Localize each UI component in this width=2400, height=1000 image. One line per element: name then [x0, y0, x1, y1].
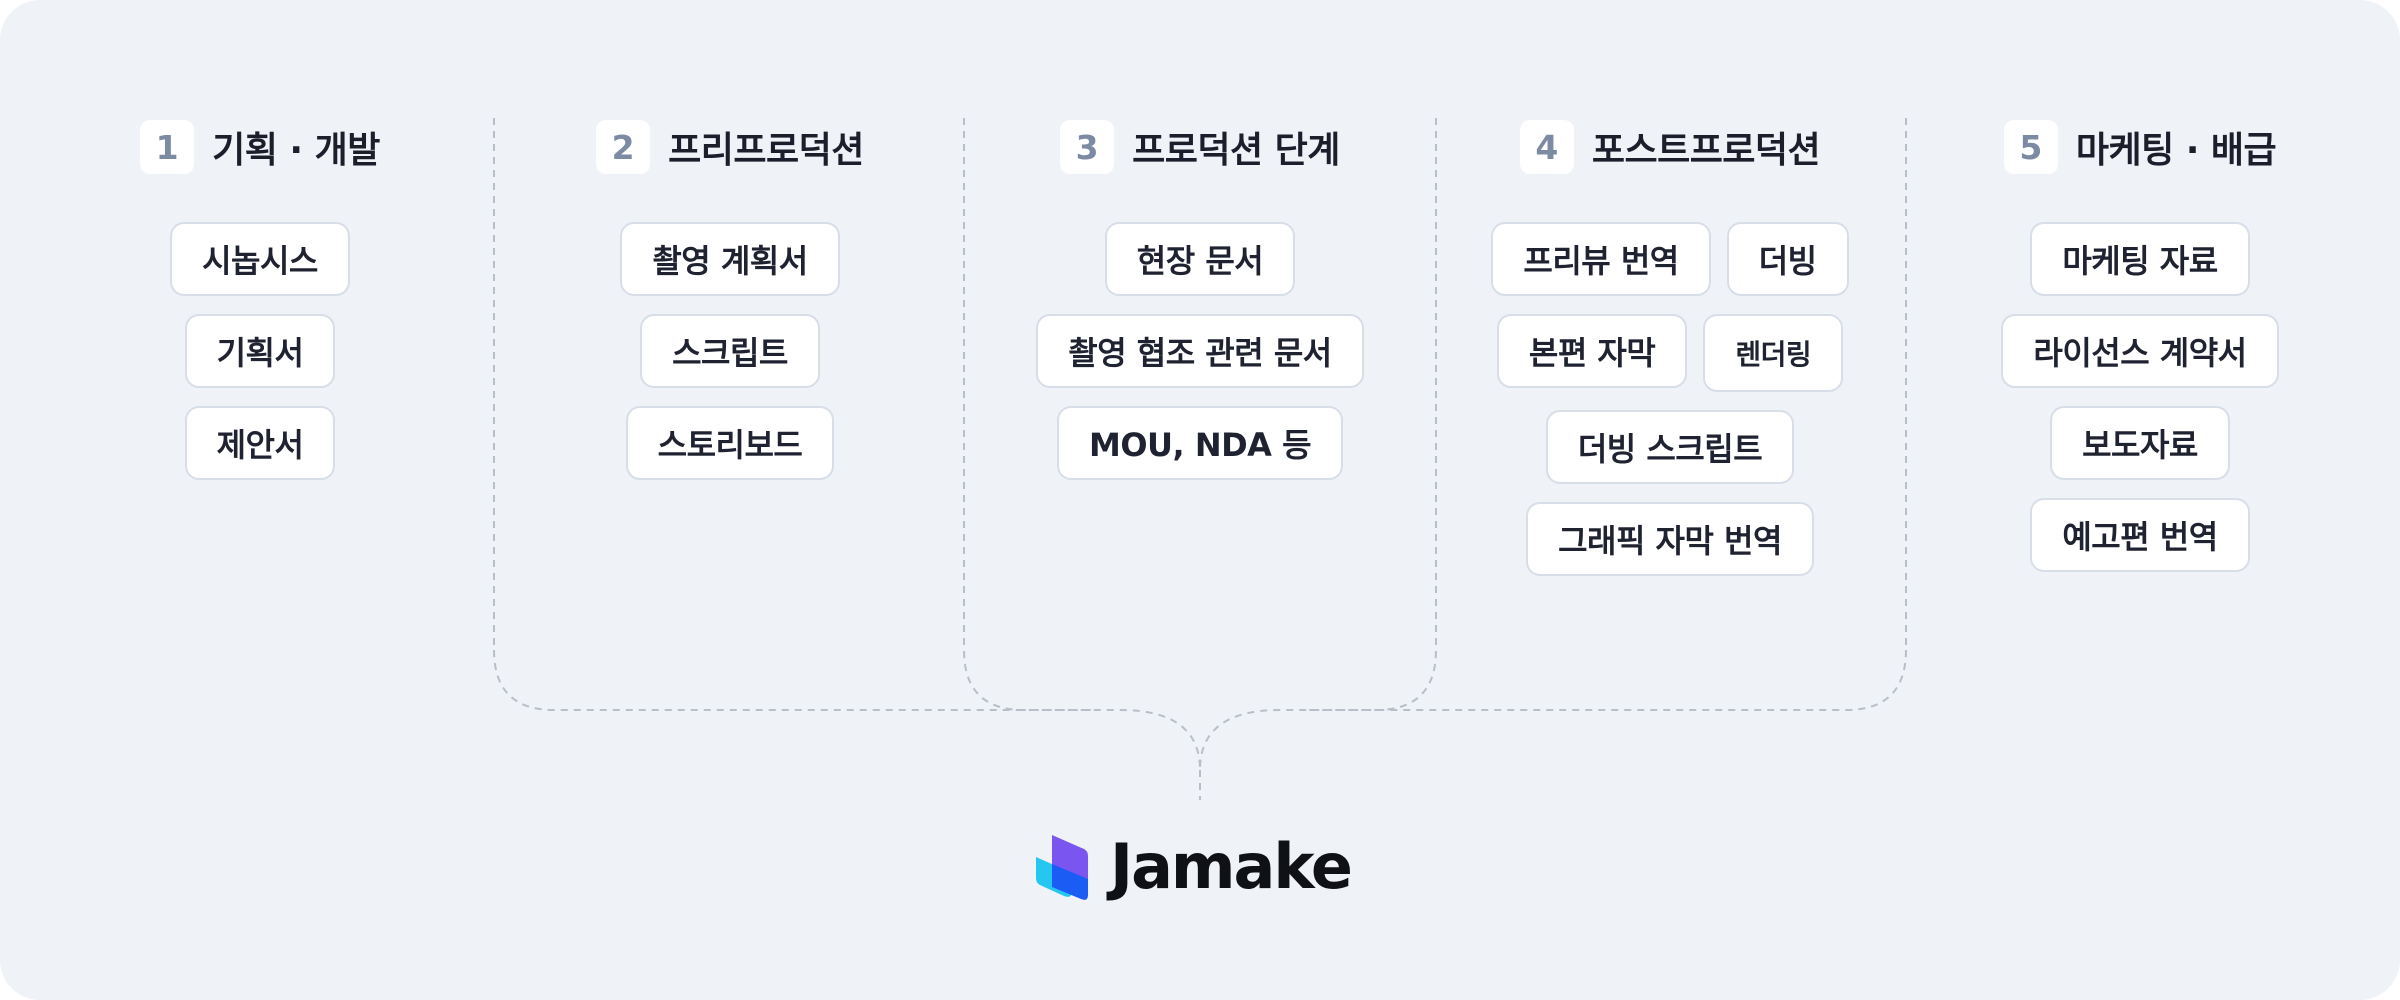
chip-row: 프리뷰 번역 더빙 [1491, 222, 1849, 296]
stage-column-2: 2 프리프로덕션 촬영 계획서 스크립트 스토리보드 [560, 118, 900, 498]
document-chip: 프리뷰 번역 [1491, 222, 1711, 296]
chip-row: 시놉시스 [170, 222, 350, 296]
stage-column-4: 4 포스트프로덕션 프리뷰 번역 더빙 본편 자막 렌더링 더빙 스크립트 그래… [1470, 118, 1870, 594]
stage-number-badge: 3 [1060, 120, 1115, 174]
chip-row: MOU, NDA 등 [1056, 406, 1344, 480]
document-chip: 스크립트 [640, 314, 820, 388]
chip-row: 보도자료 [2050, 406, 2230, 480]
chip-row: 예고편 번역 [2030, 498, 2250, 572]
jamake-logo: Jamake [1032, 830, 1353, 903]
jamake-logo-icon [1036, 834, 1088, 900]
chip-row: 그래픽 자막 번역 [1526, 502, 1814, 576]
document-chip: 그래픽 자막 번역 [1526, 502, 1814, 576]
stage-title: 기획 · 개발 [212, 130, 380, 171]
document-chip: 제안서 [184, 406, 336, 480]
document-chip: 라이선스 계약서 [2001, 314, 2279, 388]
stage-title: 마케팅 · 배급 [2075, 130, 2277, 171]
chip-row: 촬영 협조 관련 문서 [1036, 314, 1364, 388]
document-chip: 현장 문서 [1104, 222, 1296, 296]
stage-column-5: 5 마케팅 · 배급 마케팅 자료 라이선스 계약서 보도자료 예고편 번역 [1980, 118, 2300, 590]
chip-row: 촬영 계획서 [620, 222, 840, 296]
document-chip: 렌더링 [1703, 314, 1844, 392]
stage-number-badge: 2 [596, 120, 651, 174]
stage-header: 1 기획 · 개발 [140, 118, 380, 176]
chip-row: 스토리보드 [625, 406, 835, 480]
connector-right [1199, 649, 1907, 771]
chip-row: 더빙 스크립트 [1545, 410, 1795, 484]
chip-row: 라이선스 계약서 [2001, 314, 2279, 388]
document-chip: 예고편 번역 [2030, 498, 2250, 572]
stage-title: 프리프로덕션 [668, 130, 864, 171]
document-chip: 마케팅 자료 [2030, 222, 2250, 296]
chip-row: 제안서 [184, 406, 336, 480]
stage-header: 5 마케팅 · 배급 [2003, 118, 2277, 176]
document-chip: 스토리보드 [625, 406, 835, 480]
chip-row: 본편 자막 렌더링 [1496, 314, 1844, 392]
document-chip: 촬영 협조 관련 문서 [1036, 314, 1364, 388]
document-chip: 보도자료 [2050, 406, 2230, 480]
document-chip: 기획서 [184, 314, 336, 388]
chip-row: 기획서 [184, 314, 336, 388]
stage-number-badge: 5 [2003, 120, 2058, 174]
stage-number-badge: 1 [140, 120, 195, 174]
stage-header: 4 포스트프로덕션 [1519, 118, 1821, 176]
jamake-wordmark: Jamake [1110, 830, 1353, 903]
document-chip: 촬영 계획서 [620, 222, 840, 296]
stage-column-1: 1 기획 · 개발 시놉시스 기획서 제안서 [120, 118, 400, 498]
stage-header: 3 프로덕션 단계 [1060, 118, 1340, 176]
document-chip: 더빙 스크립트 [1545, 410, 1795, 484]
stage-title: 포스트프로덕션 [1591, 130, 1821, 171]
document-chip: MOU, NDA 등 [1056, 406, 1344, 480]
connector-left [493, 649, 1201, 771]
chip-row: 마케팅 자료 [2030, 222, 2250, 296]
stage-column-3: 3 프로덕션 단계 현장 문서 촬영 협조 관련 문서 MOU, NDA 등 [1020, 118, 1380, 498]
stage-title: 프로덕션 단계 [1132, 130, 1340, 171]
document-chip: 본편 자막 [1496, 314, 1688, 388]
document-chip: 시놉시스 [170, 222, 350, 296]
chip-row: 현장 문서 [1104, 222, 1296, 296]
document-chip: 더빙 [1726, 222, 1849, 296]
chip-row: 스크립트 [640, 314, 820, 388]
stage-header: 2 프리프로덕션 [596, 118, 864, 176]
stage-number-badge: 4 [1519, 120, 1574, 174]
